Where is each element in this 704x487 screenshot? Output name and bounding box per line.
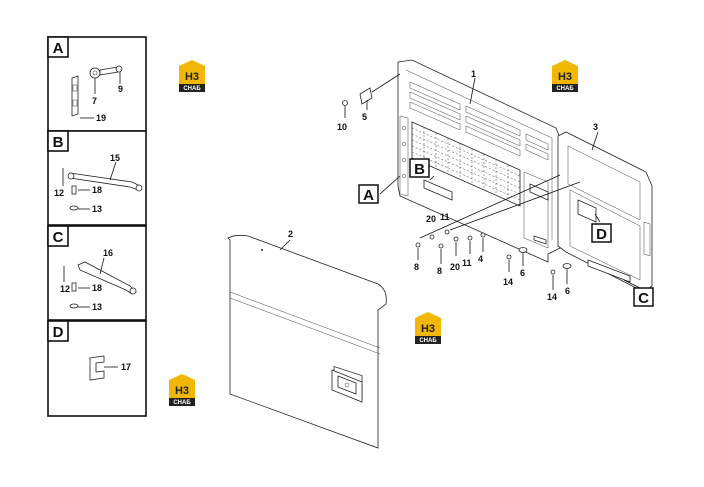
label-p20b: 20 (450, 262, 460, 272)
logo-4-mark: H3 (175, 385, 189, 397)
label-15: 15 (110, 153, 120, 163)
panel-a-letter: A (53, 40, 64, 57)
panel-c-letter: C (53, 229, 64, 246)
detail-panel-a: A 7 9 19 (47, 36, 147, 132)
logo-4: H3 СНАБ (169, 374, 195, 406)
label-18-c: 18 (92, 283, 102, 293)
callout-d-letter: D (596, 226, 607, 243)
label-p14a: 14 (503, 277, 513, 287)
label-13-c: 13 (92, 302, 102, 312)
label-p11b: 11 (462, 258, 472, 268)
detail-panel-d: D 17 (47, 320, 147, 417)
logo-4-text: СНАБ (173, 400, 191, 406)
label-p5: 5 (362, 112, 367, 122)
main-panel (397, 59, 561, 263)
callout-d: D (591, 223, 612, 243)
label-p11a: 11 (440, 212, 450, 222)
logo-2: H3 СНАБ (552, 60, 578, 92)
callout-c: C (633, 287, 654, 307)
logo-3: H3 СНАБ (415, 312, 441, 344)
label-p6b: 6 (565, 286, 570, 296)
label-p14b: 14 (547, 292, 557, 302)
label-13: 13 (92, 204, 102, 214)
callout-a-letter: A (363, 187, 374, 204)
label-p10: 10 (337, 122, 347, 132)
logo-3-mark: H3 (421, 323, 435, 335)
label-16: 16 (103, 248, 113, 258)
panel-d-letter: D (53, 324, 64, 341)
part-labels: 1 2 3 4 5 6 6 8 8 10 11 11 14 14 20 20 (288, 69, 598, 302)
label-p3: 3 (593, 122, 598, 132)
label-p20a: 20 (426, 214, 436, 224)
detail-panel-b: B 15 12 18 13 (47, 130, 147, 226)
logo-3-text: СНАБ (419, 338, 437, 344)
mesh-grille (411, 121, 521, 207)
leader-lines (279, 73, 641, 290)
label-p8a: 8 (414, 262, 419, 272)
panel-b-letter: B (53, 134, 64, 151)
label-p4: 4 (478, 254, 483, 264)
logo-1-text: СНАБ (183, 86, 201, 92)
detail-panel-c: C 16 12 18 13 (47, 225, 147, 321)
callout-b: B (409, 158, 430, 178)
label-p2: 2 (288, 229, 293, 239)
label-19: 19 (96, 113, 106, 123)
label-12: 12 (54, 188, 64, 198)
callout-c-letter: C (638, 290, 649, 307)
label-9: 9 (118, 84, 123, 94)
label-18: 18 (92, 185, 102, 195)
logo-1-mark: H3 (185, 71, 199, 83)
logo-2-mark: H3 (558, 71, 572, 83)
label-p1: 1 (471, 69, 476, 79)
label-12-c: 12 (60, 284, 70, 294)
logo-1: H3 СНАБ (179, 60, 205, 92)
side-panel (557, 131, 653, 293)
label-17: 17 (121, 362, 131, 372)
callout-a: A (358, 184, 379, 204)
vent-louvers (409, 81, 549, 161)
label-p8b: 8 (437, 266, 442, 276)
label-p6a: 6 (520, 268, 525, 278)
label-7: 7 (92, 96, 97, 106)
callout-b-letter: B (414, 161, 425, 178)
door-panel (227, 234, 387, 449)
fasteners (342, 87, 572, 275)
logo-2-text: СНАБ (556, 86, 574, 92)
